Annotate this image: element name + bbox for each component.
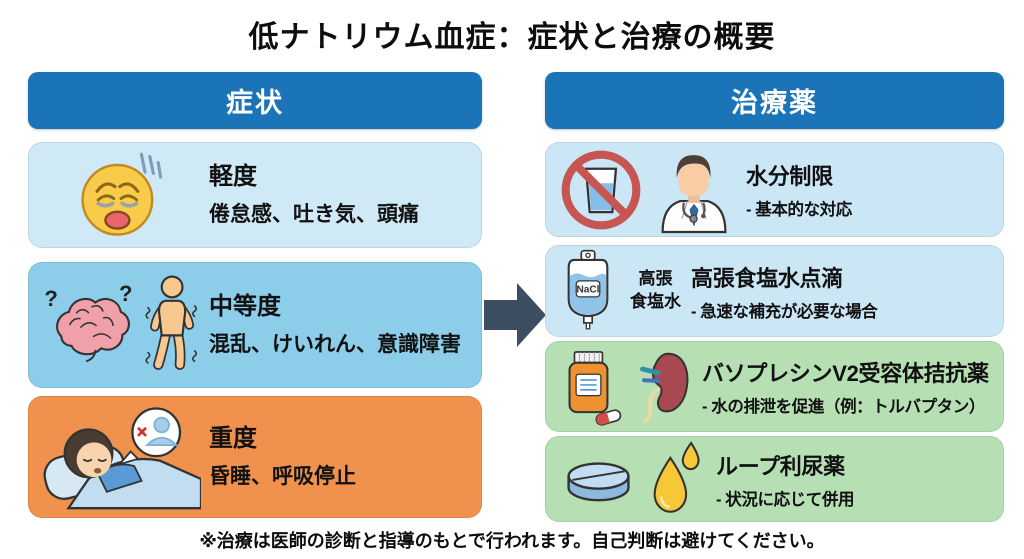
right-arrow-icon bbox=[484, 283, 546, 347]
symptom-severe-icons bbox=[41, 402, 201, 512]
question-mark-left: ? bbox=[44, 286, 57, 311]
treatment-v2-antagonist-box: バソプレシンV2受容体拮抗薬 - 水の排泄を促進（例：トルバプタン） bbox=[545, 341, 1004, 432]
page-title: 低ナトリウム血症：症状と治療の概要 bbox=[248, 21, 776, 54]
treatment-2-desc: - 急速な補充が必要な場合 bbox=[691, 302, 878, 321]
treatment-3-text: バソプレシンV2受容体拮抗薬 - 水の排泄を促進（例：トルバプタン） bbox=[702, 356, 989, 417]
treatment-loop-diuretic-box: ループ利尿薬 - 状況に応じて併用 bbox=[545, 436, 1004, 522]
tablet-icon bbox=[567, 462, 630, 502]
treatment-2-icons: NaCl 高張 食塩水 bbox=[558, 249, 681, 333]
treatment-1-text: 水分制限 - 基本的な対応 bbox=[746, 159, 852, 220]
disclaimer-footnote: ※治療は医師の診断と指導のもとで行われます。自己判断は避けてください。 bbox=[199, 531, 825, 551]
symptom-severe-title: 重度 bbox=[209, 425, 257, 452]
pill-bottle-icon bbox=[568, 350, 622, 426]
treatment-3-title: バソプレシンV2受容体拮抗薬 bbox=[702, 361, 989, 386]
symptom-severe-box: 重度 昏睡、呼吸停止 bbox=[28, 396, 482, 518]
treatment-4-title: ループ利尿薬 bbox=[716, 453, 845, 479]
symptom-severe-text: 重度 昏睡、呼吸停止 bbox=[209, 424, 356, 490]
symptoms-header-label: 症状 bbox=[226, 88, 284, 118]
iv-bag-icon: NaCl bbox=[567, 249, 609, 330]
iv-bag-caption-line2: 食塩水 bbox=[630, 292, 681, 311]
treatment-1-title: 水分制限 bbox=[746, 164, 833, 189]
droplets-icon bbox=[653, 441, 700, 513]
symptoms-column-header: 症状 bbox=[28, 72, 482, 129]
treatments-header-label: 治療薬 bbox=[731, 88, 818, 118]
brain-icon: ? ? bbox=[44, 281, 132, 362]
iv-bag-label: NaCl bbox=[577, 285, 600, 296]
symptom-moderate-title: 中等度 bbox=[209, 293, 281, 320]
treatment-hypertonic-saline-box: NaCl 高張 食塩水 高張食塩水点滴 - 急速な補充が必要な場合 bbox=[545, 245, 1004, 337]
treatments-column-header: 治療薬 bbox=[545, 72, 1004, 129]
kidney-icon bbox=[640, 352, 689, 423]
treatment-2-text: 高張食塩水点滴 - 急速な補充が必要な場合 bbox=[691, 261, 878, 322]
symptom-mild-icons bbox=[41, 147, 201, 243]
treatment-4-text: ループ利尿薬 - 状況に応じて併用 bbox=[716, 449, 854, 510]
question-mark-right: ? bbox=[119, 281, 132, 306]
treatment-fluid-restriction-box: 水分制限 - 基本的な対応 bbox=[545, 142, 1004, 237]
treatment-1-icons bbox=[558, 146, 736, 234]
treatment-1-desc: - 基本的な対応 bbox=[746, 201, 852, 219]
symptom-moderate-text: 中等度 混乱、けいれん、意識障害 bbox=[209, 292, 461, 358]
symptom-mild-text: 軽度 倦怠感、吐き気、頭痛 bbox=[209, 162, 419, 228]
symptom-moderate-desc: 混乱、けいれん、意識障害 bbox=[209, 333, 461, 356]
treatment-4-desc: - 状況に応じて併用 bbox=[716, 490, 855, 509]
symptom-mild-title: 軽度 bbox=[209, 163, 257, 190]
doctor-icon bbox=[661, 154, 727, 233]
weary-face-icon bbox=[81, 152, 163, 236]
treatment-3-icons bbox=[558, 347, 692, 427]
treatment-3-desc: - 水の排泄を促進（例：トルバプタン） bbox=[702, 398, 985, 416]
symptom-moderate-box: ? ? 中等度 混乱、けいれん、意識障害 bbox=[28, 262, 482, 388]
treatment-2-title: 高張食塩水点滴 bbox=[691, 265, 843, 291]
symptom-mild-box: 軽度 倦怠感、吐き気、頭痛 bbox=[28, 142, 482, 248]
comatose-person-in-bed-icon bbox=[43, 407, 201, 510]
iv-bag-caption: 高張 食塩水 bbox=[630, 268, 681, 314]
symptom-moderate-icons: ? ? bbox=[41, 269, 201, 381]
symptom-mild-desc: 倦怠感、吐き気、頭痛 bbox=[209, 203, 419, 226]
trembling-person-icon bbox=[144, 275, 197, 370]
symptom-severe-desc: 昏睡、呼吸停止 bbox=[209, 465, 356, 488]
iv-bag-caption-line1: 高張 bbox=[638, 269, 673, 289]
no-water-icon bbox=[561, 150, 641, 229]
treatment-4-icons bbox=[558, 439, 706, 519]
